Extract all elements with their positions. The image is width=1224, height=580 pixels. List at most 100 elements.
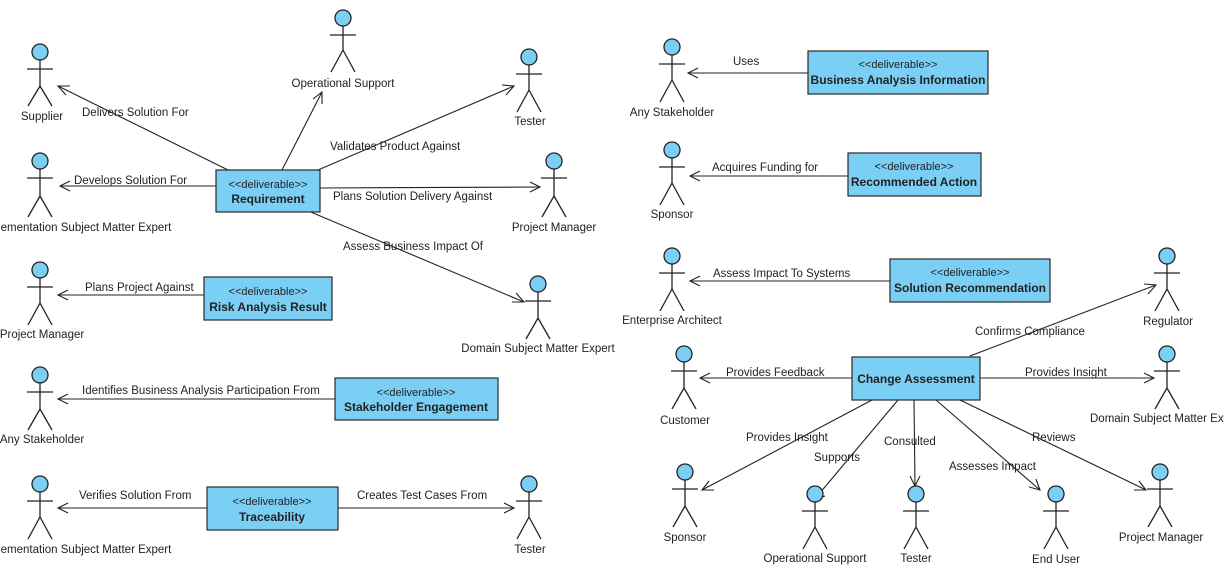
actor-project-manager-3[interactable]: Project Manager <box>1119 463 1204 544</box>
actor-project-manager-2[interactable]: Project Manager <box>0 261 84 341</box>
edge-acquires-funding-for: Acquires Funding for <box>688 162 848 182</box>
svg-text:<<deliverable>>: <<deliverable>> <box>229 286 308 298</box>
svg-text:End User: End User <box>1032 554 1080 566</box>
svg-text:Operational Support: Operational Support <box>292 78 396 90</box>
deliverable-stakeholder-engagement[interactable]: <<deliverable>> Stakeholder Engagement <box>334 377 499 421</box>
svg-text:Assess Business Impact Of: Assess Business Impact Of <box>343 241 484 253</box>
edge-assess-impact-to-systems: Assess Impact To Systems <box>688 268 890 287</box>
deliverable-recommended-action[interactable]: <<deliverable>> Recommended Action <box>847 152 982 197</box>
edge-operational-support <box>281 90 323 171</box>
actor-supplier[interactable]: Supplier <box>21 43 63 123</box>
deliverable-risk-analysis-result[interactable]: <<deliverable>> Risk Analysis Result <box>203 276 333 321</box>
deliverable-requirement[interactable]: <<deliverable>> Requirement <box>215 169 321 213</box>
actor-figure-icon <box>27 366 53 431</box>
svg-text:Creates Test Cases From: Creates Test Cases From <box>357 490 487 502</box>
svg-text:Identifies Business Analysis P: Identifies Business Analysis Participati… <box>82 385 320 397</box>
actor-figure-icon <box>671 345 697 410</box>
svg-text:<<deliverable>>: <<deliverable>> <box>229 179 308 191</box>
actor-figure-icon <box>659 38 685 103</box>
svg-text:Project Manager: Project Manager <box>1119 532 1204 544</box>
deliverable-change-assessment[interactable]: Change Assessment <box>851 356 981 401</box>
actor-any-stakeholder-2[interactable]: Any Stakeholder <box>630 38 715 119</box>
edge-uses: Uses <box>686 56 808 79</box>
actor-any-stakeholder-1[interactable]: Any Stakeholder <box>0 366 84 446</box>
actor-figure-icon <box>1147 463 1173 528</box>
svg-text:Recommended Action: Recommended Action <box>851 175 977 189</box>
edge-validates-product-against: Validates Product Against <box>317 84 516 171</box>
deliverable-traceability[interactable]: <<deliverable>> Traceability <box>206 486 339 531</box>
svg-text:Confirms Compliance: Confirms Compliance <box>975 326 1085 338</box>
svg-text:Uses: Uses <box>733 56 759 68</box>
actor-implementation-sme-1[interactable]: ementation Subject Matter Expert <box>1 152 172 234</box>
svg-text:Supports: Supports <box>814 452 860 464</box>
actor-figure-icon <box>802 485 828 550</box>
svg-text:Assess Impact To Systems: Assess Impact To Systems <box>713 268 850 280</box>
actor-domain-sme-1[interactable]: Domain Subject Matter Expert <box>461 275 615 355</box>
svg-text:<<deliverable>>: <<deliverable>> <box>875 161 954 173</box>
svg-text:Stakeholder Engagement: Stakeholder Engagement <box>344 400 488 414</box>
edge-consulted: Consulted <box>884 399 936 488</box>
svg-text:Provides Insight: Provides Insight <box>1025 367 1108 379</box>
edge-provides-insight-right: Provides Insight <box>980 367 1156 384</box>
deliverable-business-analysis-information[interactable]: <<deliverable>> Business Analysis Inform… <box>807 50 989 95</box>
svg-text:Delivers Solution For: Delivers Solution For <box>82 107 189 119</box>
actor-figure-icon <box>516 48 542 113</box>
edge-reviews: Reviews <box>959 399 1148 491</box>
actor-operational-support-top[interactable]: Operational Support <box>292 9 396 90</box>
actor-domain-sme-2[interactable]: Domain Subject Matter Ex <box>1090 345 1224 425</box>
svg-text:Traceability: Traceability <box>239 510 305 524</box>
actor-figure-icon <box>1043 485 1069 550</box>
actor-figure-icon <box>27 152 53 218</box>
svg-text:Project Manager: Project Manager <box>512 222 597 234</box>
actor-tester-2[interactable]: Tester <box>514 475 546 556</box>
actor-figure-icon <box>27 261 53 326</box>
actor-figure-icon <box>903 485 929 550</box>
actor-operational-support-2[interactable]: Operational Support <box>764 485 868 565</box>
actor-figure-icon <box>1154 345 1180 410</box>
actor-tester-top[interactable]: Tester <box>514 48 546 128</box>
edge-identifies-ba-participation: Identifies Business Analysis Participati… <box>56 385 335 405</box>
svg-text:Provides Insight: Provides Insight <box>746 432 829 444</box>
edge-verifies-solution-from: Verifies Solution From <box>56 490 207 514</box>
actor-figure-icon <box>1154 247 1180 312</box>
actor-figure-icon <box>27 475 53 540</box>
svg-text:Validates Product Against: Validates Product Against <box>330 141 461 153</box>
svg-text:Any Stakeholder: Any Stakeholder <box>0 434 84 446</box>
svg-text:Plans Project Against: Plans Project Against <box>85 282 194 294</box>
edge-confirms-compliance: Confirms Compliance <box>969 283 1158 357</box>
svg-text:Enterprise Architect: Enterprise Architect <box>622 315 723 327</box>
actor-project-manager-1[interactable]: Project Manager <box>512 152 597 234</box>
svg-text:<<deliverable>>: <<deliverable>> <box>377 387 456 399</box>
edge-plans-project-against: Plans Project Against <box>56 282 204 301</box>
actor-customer[interactable]: Customer <box>660 345 710 427</box>
svg-text:<<deliverable>>: <<deliverable>> <box>233 496 312 508</box>
actor-figure-icon <box>525 275 551 340</box>
actor-tester-3[interactable]: Tester <box>900 485 932 565</box>
actor-regulator[interactable]: Regulator <box>1143 247 1193 328</box>
svg-text:Sponsor: Sponsor <box>664 532 707 544</box>
svg-text:Plans Solution Delivery Agains: Plans Solution Delivery Against <box>333 191 493 203</box>
svg-text:Project Manager: Project Manager <box>0 329 84 341</box>
actor-figure-icon <box>659 141 685 206</box>
actor-enterprise-architect[interactable]: Enterprise Architect <box>622 247 723 327</box>
svg-text:Domain Subject Matter Expert: Domain Subject Matter Expert <box>461 343 615 355</box>
svg-text:<<deliverable>>: <<deliverable>> <box>859 59 938 71</box>
svg-text:Operational Support: Operational Support <box>764 553 868 565</box>
svg-text:Tester: Tester <box>900 553 931 565</box>
actor-end-user[interactable]: End User <box>1032 485 1080 566</box>
svg-text:Supplier: Supplier <box>21 111 63 123</box>
svg-text:ementation Subject Matter Expe: ementation Subject Matter Expert <box>1 544 172 556</box>
svg-text:Acquires Funding for: Acquires Funding for <box>712 162 818 174</box>
actor-sponsor-1[interactable]: Sponsor <box>651 141 694 221</box>
svg-text:Any Stakeholder: Any Stakeholder <box>630 107 715 119</box>
svg-text:<<deliverable>>: <<deliverable>> <box>931 267 1010 279</box>
edge-provides-insight-left: Provides Insight <box>700 399 873 491</box>
deliverable-solution-recommendation[interactable]: <<deliverable>> Solution Recommendation <box>889 258 1051 303</box>
svg-text:Customer: Customer <box>660 415 710 427</box>
svg-text:Domain Subject Matter Ex: Domain Subject Matter Ex <box>1090 413 1224 425</box>
actor-sponsor-2[interactable]: Sponsor <box>664 463 707 544</box>
svg-text:Risk Analysis Result: Risk Analysis Result <box>209 300 327 314</box>
actor-implementation-sme-2[interactable]: ementation Subject Matter Expert <box>1 475 172 556</box>
svg-text:Reviews: Reviews <box>1032 432 1076 444</box>
